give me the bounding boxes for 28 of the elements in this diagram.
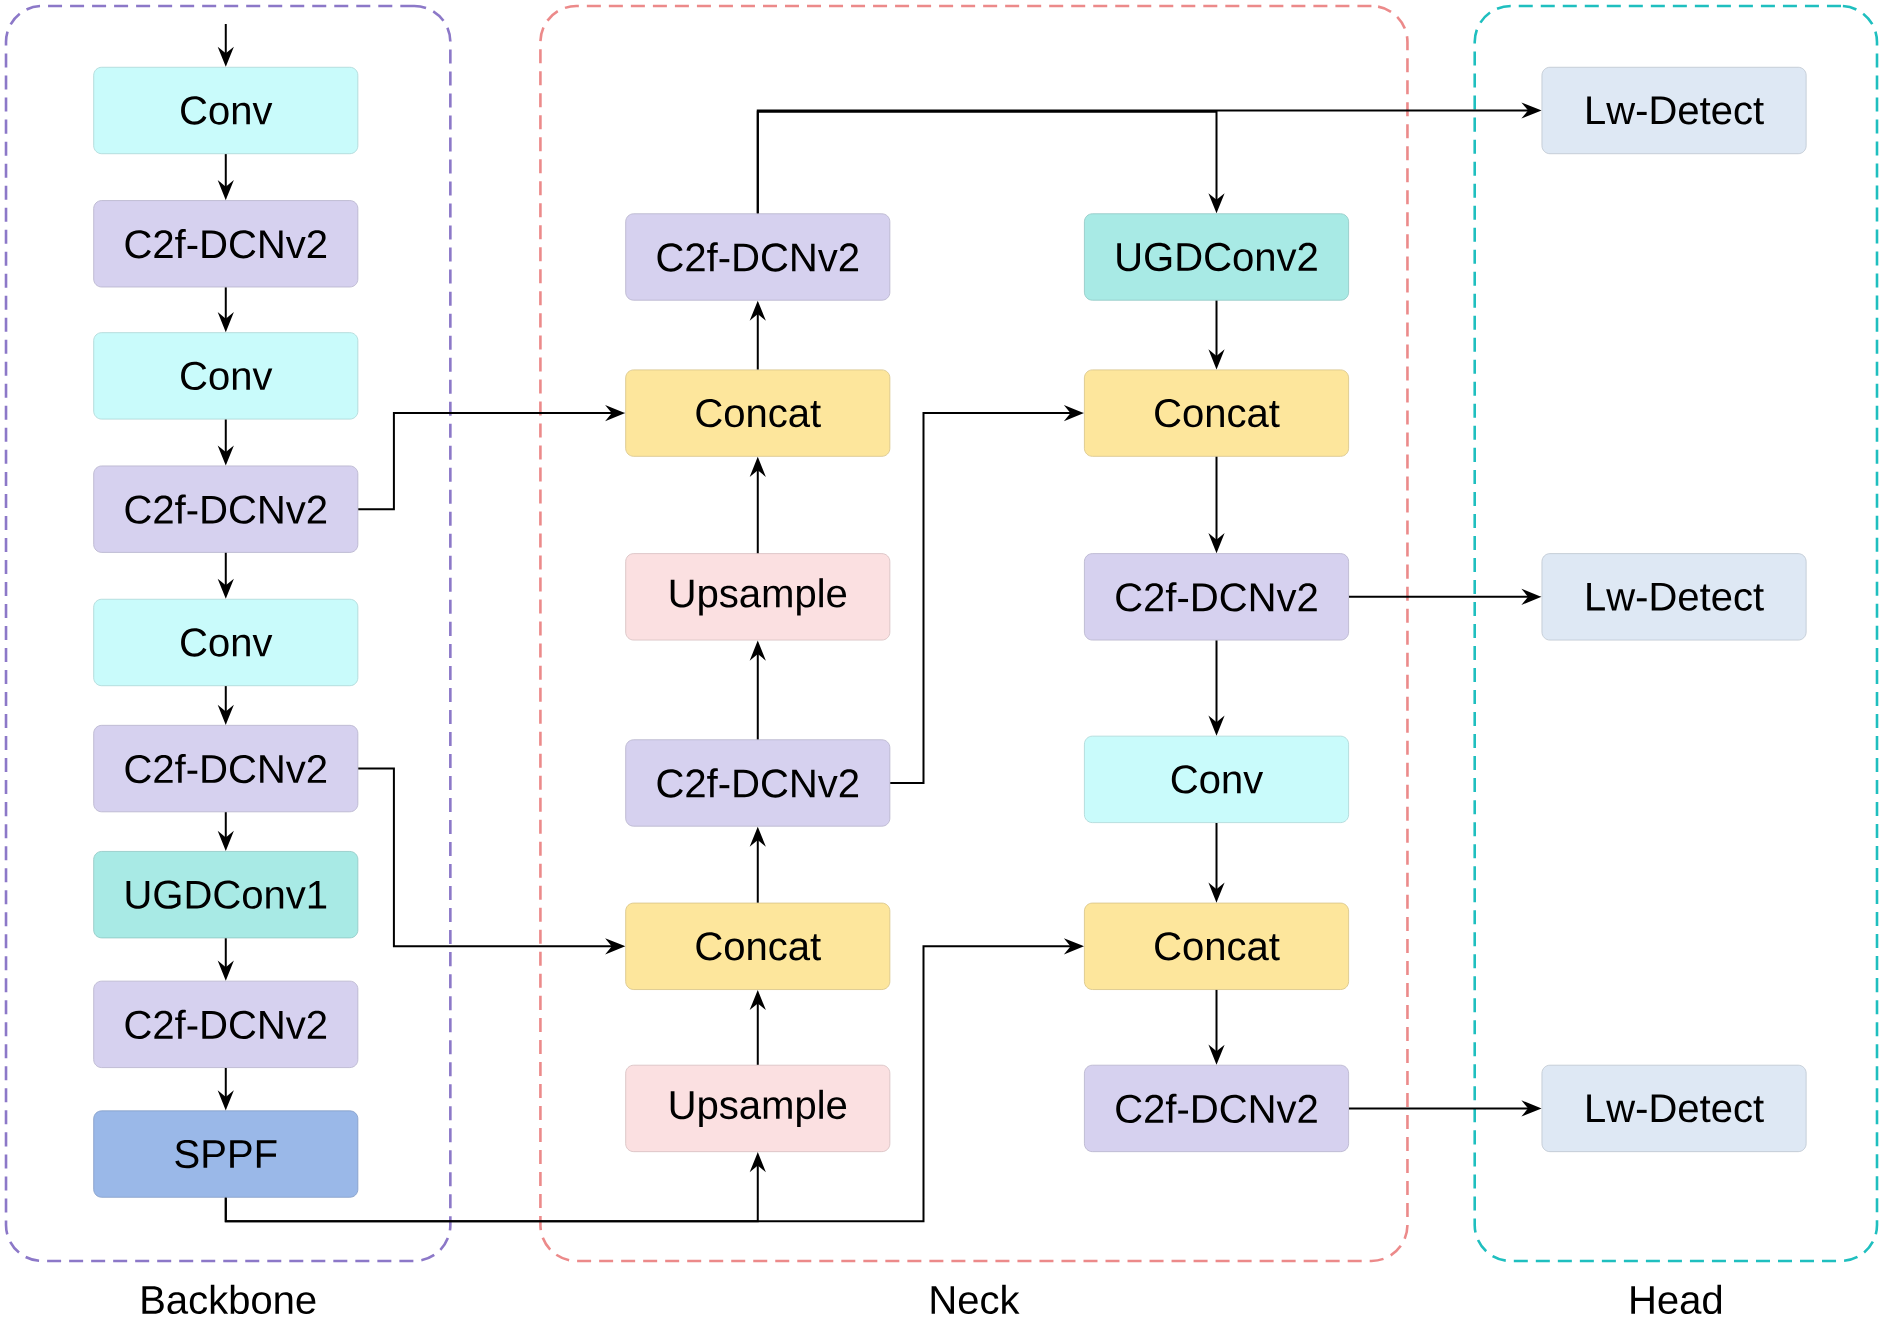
group-label: Neck bbox=[931, 1284, 1020, 1315]
c2f-block: C2f-DCNv2 bbox=[93, 725, 359, 813]
conv-block: Conv bbox=[1084, 735, 1349, 824]
sppf-block: SPPF bbox=[93, 1110, 359, 1198]
upsample-block: Upsample bbox=[625, 553, 891, 641]
concat-block: Concat bbox=[1084, 902, 1349, 991]
arrow bbox=[756, 110, 1225, 215]
c2f-block: C2f-DCNv2 bbox=[93, 200, 359, 288]
detect-block: Lw-Detect bbox=[1541, 67, 1807, 155]
concat-block: Concat bbox=[625, 369, 891, 457]
conv-block: Conv bbox=[93, 599, 359, 687]
conv-block: Conv bbox=[93, 67, 359, 155]
conv-block: Conv bbox=[93, 332, 359, 420]
ugdconv-block: UGDConv1 bbox=[93, 851, 359, 939]
c2f-block: C2f-DCNv2 bbox=[1084, 553, 1349, 641]
c2f-block: C2f-DCNv2 bbox=[625, 739, 891, 827]
c2f-block: C2f-DCNv2 bbox=[93, 465, 359, 554]
c2f-block: C2f-DCNv2 bbox=[625, 213, 891, 301]
upsample-block: Upsample bbox=[625, 1065, 891, 1153]
group-label: Head bbox=[1631, 1284, 1722, 1315]
c2f-block: C2f-DCNv2 bbox=[1084, 1065, 1349, 1153]
concat-block: Concat bbox=[1084, 369, 1349, 457]
concat-block: Concat bbox=[625, 902, 891, 991]
detect-block: Lw-Detect bbox=[1541, 553, 1807, 641]
c2f-block: C2f-DCNv2 bbox=[93, 980, 359, 1069]
detect-block: Lw-Detect bbox=[1541, 1065, 1807, 1153]
ugdconv-block: UGDConv2 bbox=[1084, 213, 1349, 301]
group-label: Backbone bbox=[142, 1284, 316, 1315]
